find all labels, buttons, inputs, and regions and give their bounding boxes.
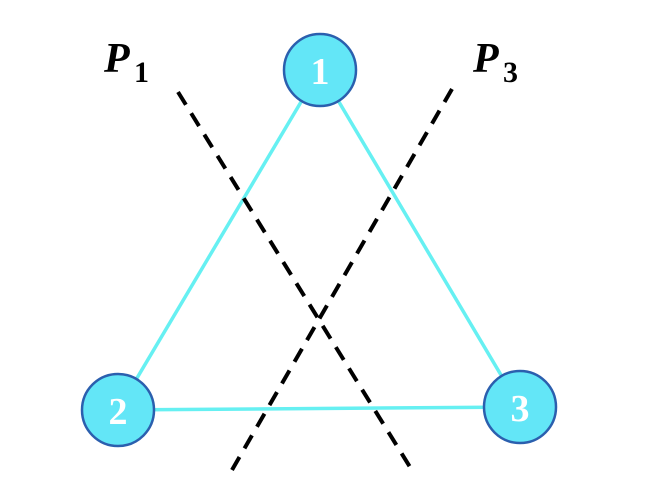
- node-2: 2: [80, 372, 156, 448]
- cut-label-p1: P 1: [103, 36, 149, 89]
- node-1: 1: [282, 32, 358, 108]
- edge-2-3: [117, 405, 521, 412]
- node-2-label: 2: [109, 391, 128, 433]
- cut-label-p3: P 3: [472, 36, 518, 89]
- node-3-label: 3: [511, 388, 530, 430]
- cut-label-p3-name: P: [472, 36, 499, 82]
- cut-label-p1-subscript: 1: [134, 56, 149, 89]
- edge-1-3: [318, 69, 522, 408]
- cut-line-p3: [230, 87, 454, 472]
- node-1-label: 1: [311, 51, 330, 93]
- edge-1-2: [116, 69, 322, 411]
- cut-label-p1-name: P: [103, 36, 130, 82]
- node-3: 3: [482, 369, 558, 445]
- cut-label-p3-subscript: 3: [503, 56, 518, 89]
